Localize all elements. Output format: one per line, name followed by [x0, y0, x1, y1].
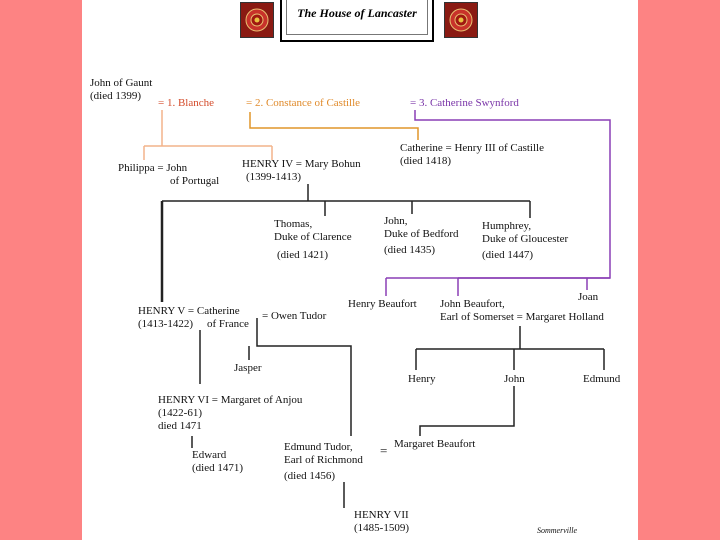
marriage-equals-sign: = — [380, 443, 388, 458]
person-joan: Joan — [578, 291, 599, 303]
person-henry-beaufort: Henry Beaufort — [348, 298, 417, 310]
line-catherine-owen — [256, 318, 352, 436]
person-thomas: Thomas, Duke of Clarence (died 1421) — [274, 218, 352, 261]
person-john-of-gaunt: John of Gaunt (died 1399) — [90, 77, 153, 102]
person-jasper: Jasper — [234, 362, 262, 374]
person-owen-tudor: = Owen Tudor — [262, 310, 327, 322]
person-beaufort-henry: Henry — [408, 373, 436, 385]
person-john-bedford: John, Duke of Bedford (died 1435) — [384, 215, 459, 256]
person-henry-vi: HENRY VI = Margaret of Anjou (1422-61) d… — [158, 394, 303, 432]
family-tree-sheet: The House of Lancaster — [82, 0, 638, 540]
person-humphrey: Humphrey, Duke of Gloucester (died 1447) — [482, 220, 569, 261]
person-margaret-beaufort: Margaret Beaufort — [394, 438, 476, 450]
person-edmund-tudor: Edmund Tudor, Earl of Richmond (died 145… — [284, 441, 363, 482]
person-edward: Edward (died 1471) — [192, 449, 244, 474]
tree-lines — [143, 110, 611, 508]
title-box: The House of Lancaster — [280, 0, 434, 42]
person-henry-iv: HENRY IV = Mary Bohun (1399-1413) — [242, 158, 361, 183]
credit-text: Sommerville — [537, 526, 577, 535]
person-henry-v: HENRY V = Catherine (1413-1422)of France — [138, 305, 249, 330]
person-philippa: Philippa = John of Portugal — [118, 162, 220, 187]
person-beaufort-john: John — [504, 373, 525, 385]
person-beaufort-edmund: Edmund — [583, 373, 621, 385]
red-rose-emblem-left — [240, 2, 274, 38]
spouse-catherine-swynford: = 3. Catherine Swynford — [410, 97, 519, 109]
person-henry-vii: HENRY VII (1485-1509) — [354, 509, 409, 534]
person-john-beaufort: John Beaufort, Earl of Somerset = Margar… — [440, 298, 604, 323]
page-title: The House of Lancaster — [297, 6, 417, 20]
spouse-constance: = 2. Constance of Castille — [246, 97, 361, 109]
line-john-to-margaret — [419, 386, 515, 436]
person-catherine-castille: Catherine = Henry III of Castille (died … — [400, 142, 544, 167]
line-constance — [249, 112, 419, 140]
red-rose-emblem-right — [444, 2, 478, 38]
spouse-blanche: = 1. Blanche — [158, 97, 214, 109]
